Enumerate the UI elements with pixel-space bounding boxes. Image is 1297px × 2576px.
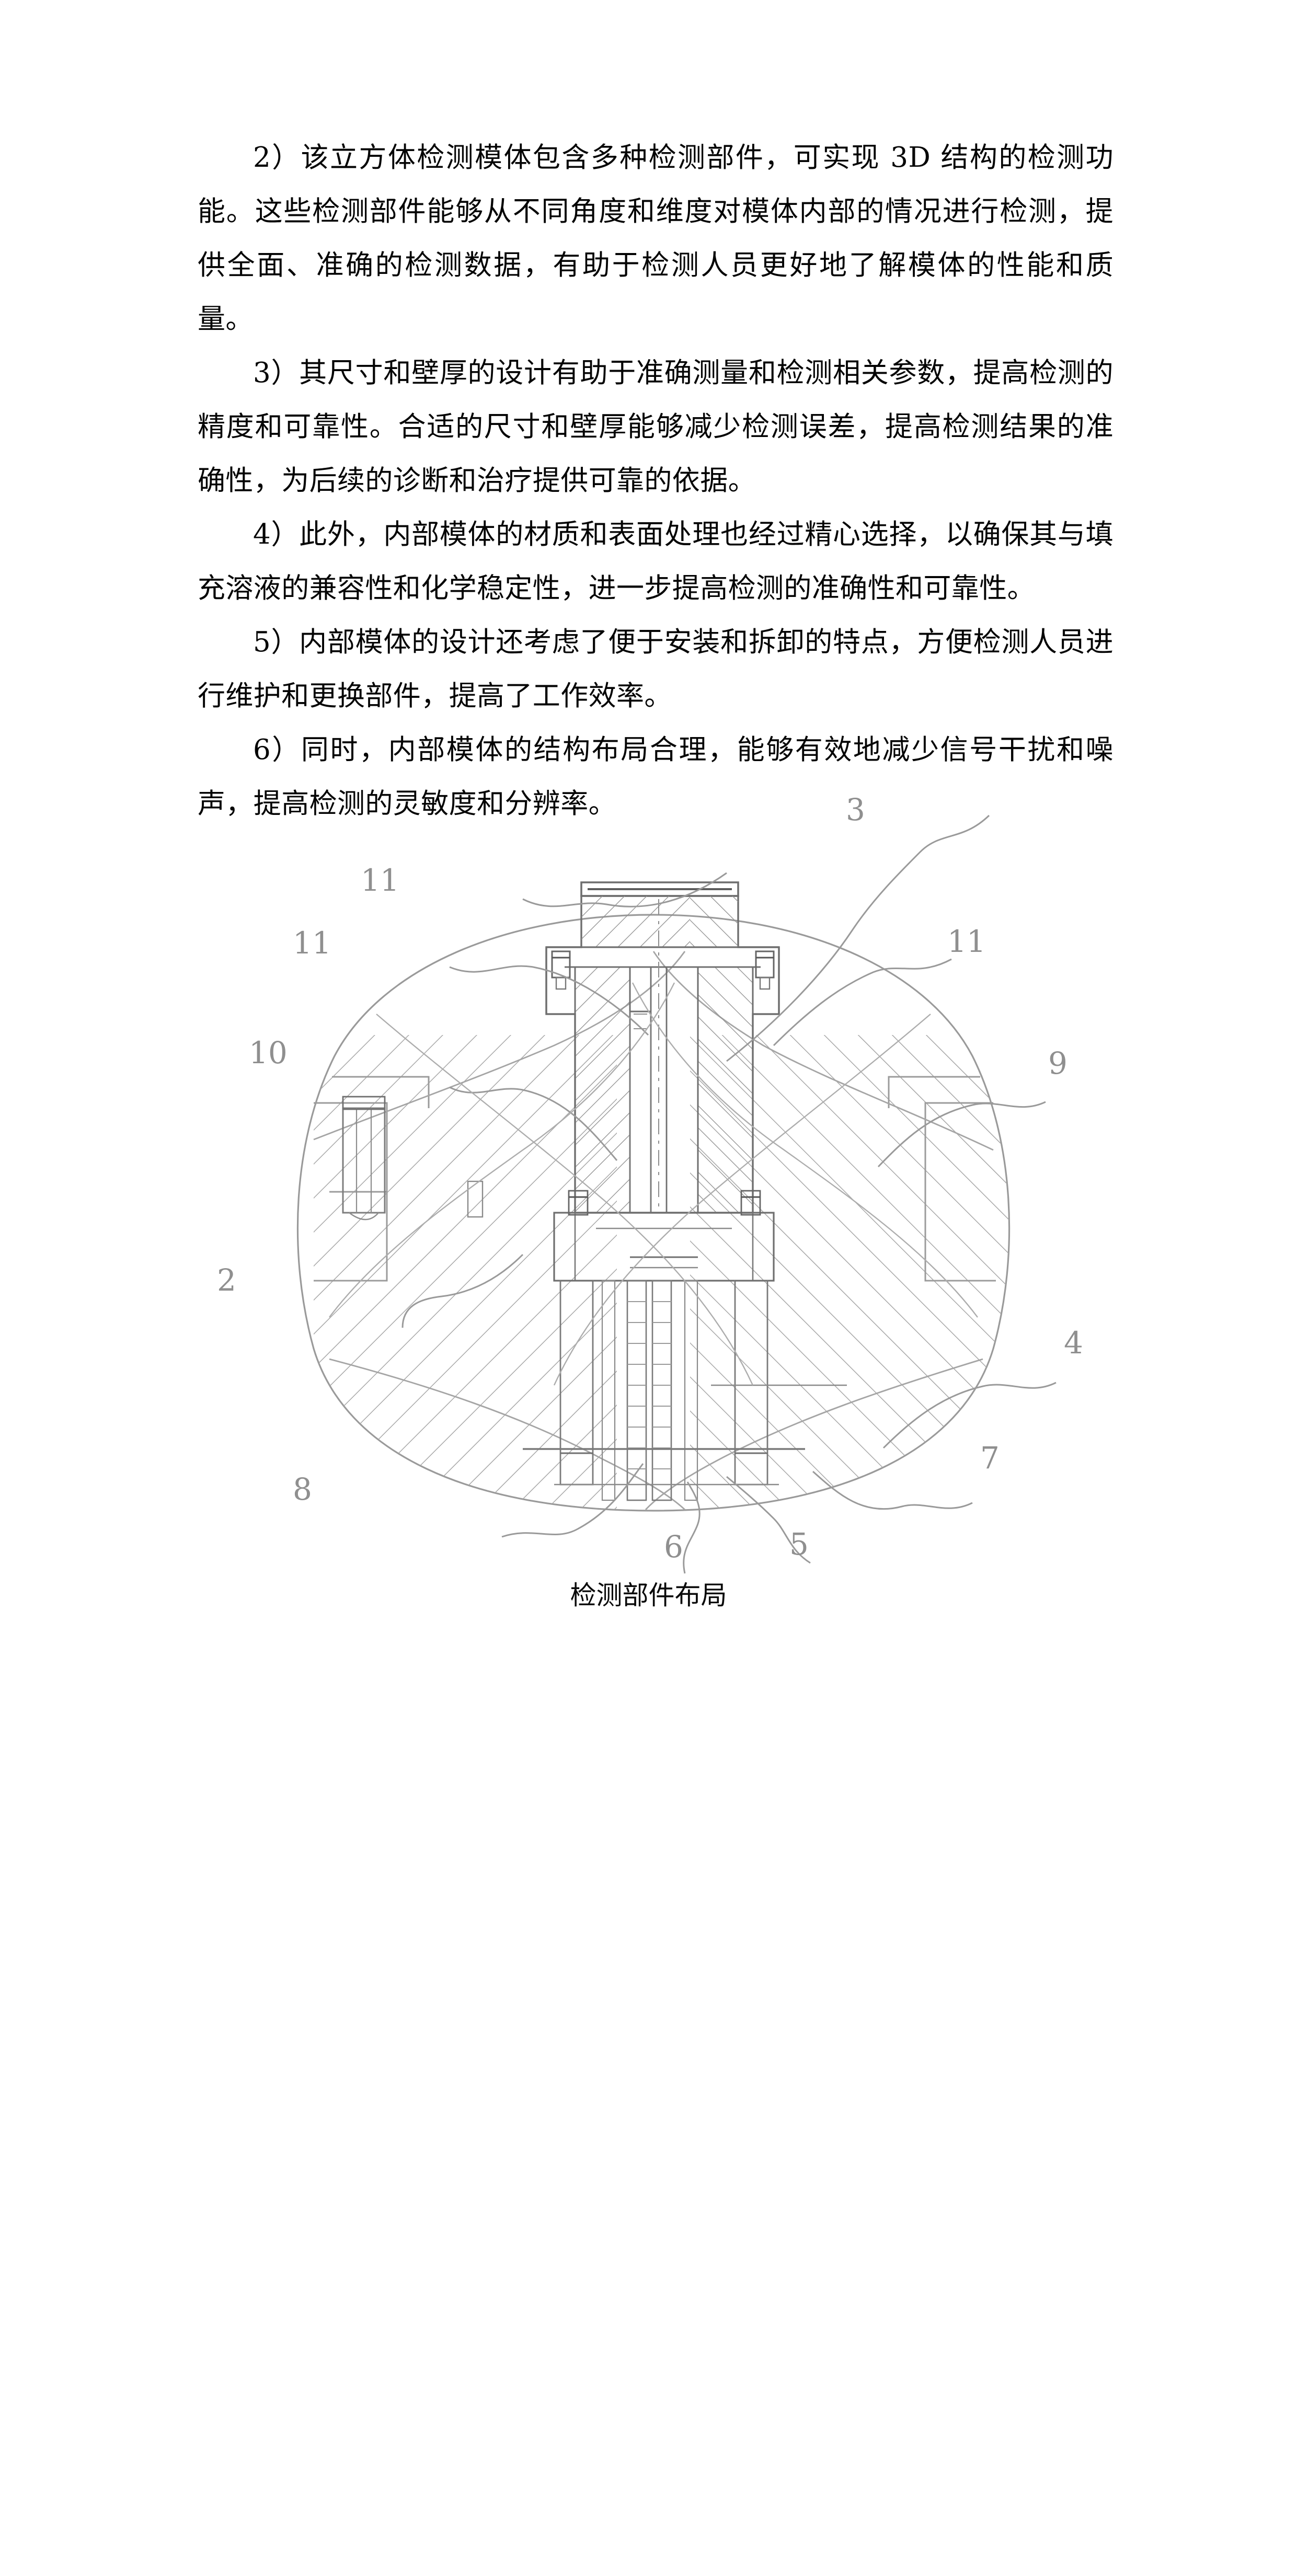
document-page: 2）该立方体检测模体包含多种检测部件，可实现 3D 结构的检测功能。这些检测部件…	[0, 131, 1297, 1657]
paragraph-5: 5）内部模体的设计还考虑了便于安装和拆卸的特点，方便检测人员进行维护和更换部件，…	[198, 626, 1114, 712]
document-body: 2）该立方体检测模体包含多种检测部件，可实现 3D 结构的检测功能。这些检测部件…	[198, 131, 1114, 831]
paragraph-6: 6）同时，内部模体的结构布局合理，能够有效地减少信号干扰和噪声，提高检测的灵敏度…	[198, 734, 1114, 820]
left-side-insert	[342, 1096, 484, 1221]
paragraph-2: 2）该立方体检测模体包含多种检测部件，可实现 3D 结构的检测功能。这些检测部件…	[198, 142, 1114, 335]
paragraph-4: 4）此外，内部模体的材质和表面处理也经过精心选择，以确保其与填充溶液的兼容性和化…	[198, 519, 1114, 604]
leader-lines	[401, 814, 1057, 1574]
fastener-right-upper	[755, 950, 775, 990]
detection-rod-bundle	[523, 1280, 847, 1501]
figure-caption: 检测部件布局	[570, 1580, 727, 1611]
technical-drawing-svg	[296, 814, 1057, 1574]
paragraph-3: 3）其尺寸和壁厚的设计有助于准确测量和检测相关参数，提高检测的精度和可靠性。合适…	[198, 357, 1114, 497]
fastener-right-lower	[740, 1190, 761, 1216]
central-insert-assembly	[545, 881, 780, 1282]
fastener-left-lower	[568, 1190, 589, 1216]
construction-arcs	[329, 982, 978, 1386]
fastener-left-upper	[551, 950, 571, 990]
phantom-body-section	[296, 914, 1011, 1512]
